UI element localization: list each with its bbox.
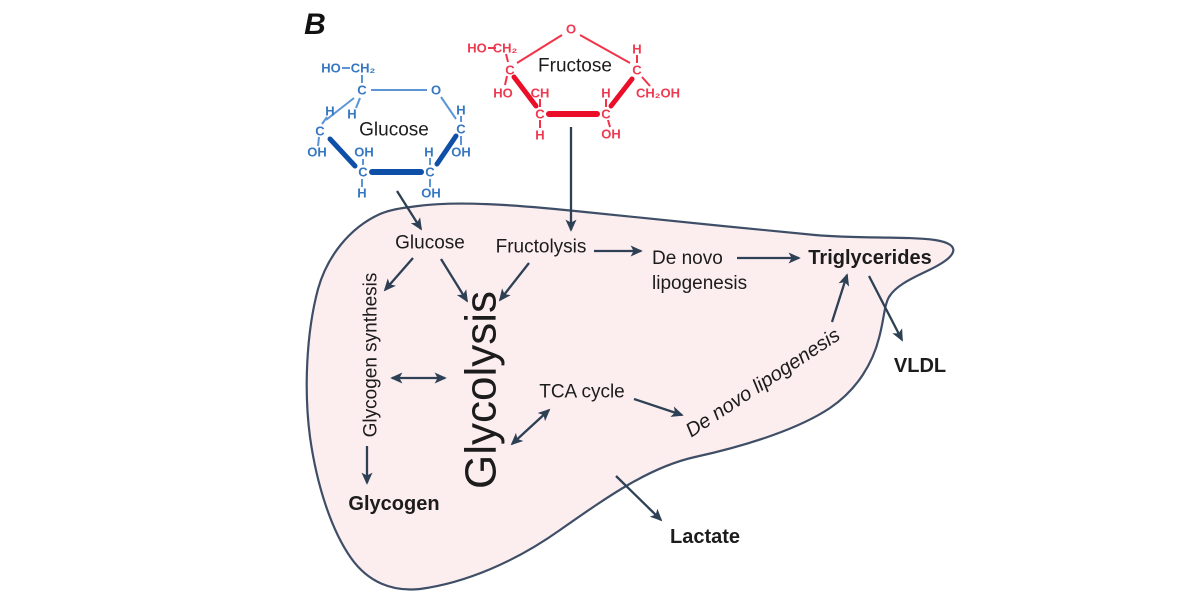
atom-label: OH bbox=[601, 127, 621, 142]
arrow-glucose-to-glycolysis bbox=[440, 258, 468, 303]
atom-label: H bbox=[601, 86, 610, 101]
liver-shape bbox=[305, 202, 955, 591]
arrow-to-lactate bbox=[615, 475, 663, 522]
bond bbox=[504, 75, 508, 86]
glucose-bonds-bold bbox=[327, 133, 459, 175]
node-de-novo-line1: De novo bbox=[652, 248, 723, 269]
bond bbox=[579, 34, 631, 64]
panel-label: B bbox=[304, 8, 326, 41]
fructose-bonds-bold bbox=[511, 74, 635, 117]
atom-label: H bbox=[357, 186, 366, 201]
atom-label: OH bbox=[421, 186, 441, 201]
node-glycogen: Glycogen bbox=[348, 493, 439, 515]
atom-label: O bbox=[431, 83, 441, 98]
atom-label: C bbox=[505, 63, 515, 78]
atom-label: HO bbox=[321, 61, 341, 76]
atom-label: C bbox=[358, 165, 368, 180]
glucose-title: Glucose bbox=[359, 120, 429, 141]
bond-bold bbox=[608, 76, 635, 109]
atom-label: HO bbox=[493, 86, 513, 101]
atom-label: H bbox=[424, 145, 433, 160]
arrow-triglycerides-to-vldl bbox=[867, 275, 904, 342]
fructose-title: Fructose bbox=[538, 56, 612, 77]
fructose-bonds-light bbox=[488, 34, 651, 128]
atom-label: C bbox=[425, 165, 435, 180]
bond bbox=[641, 76, 651, 87]
fructose-molecule: O HO CH₂ C HO CH C H H C OH H C CH₂OH Fr… bbox=[467, 22, 680, 143]
arrows bbox=[361, 127, 904, 522]
atom-label: CH₂OH bbox=[636, 86, 680, 101]
atom-label: CH bbox=[531, 86, 550, 101]
bond-bold bbox=[434, 133, 459, 167]
node-tca-cycle: TCA cycle bbox=[539, 382, 625, 403]
arrow-glucose-to-glycogen-synthesis bbox=[383, 257, 414, 292]
atom-label: C bbox=[357, 83, 367, 98]
atom-label: OH bbox=[354, 145, 374, 160]
glucose-molecule: HO CH₂ C O H H C OH OH H OH C H C OH C H… bbox=[307, 61, 471, 201]
atom-label: H bbox=[456, 103, 465, 118]
node-vldl: VLDL bbox=[894, 355, 946, 377]
atom-label: C bbox=[456, 122, 466, 137]
atom-label: C bbox=[601, 107, 611, 122]
arrow-glucose-to-liver bbox=[396, 190, 422, 231]
atom-label: C bbox=[632, 63, 642, 78]
node-fructolysis: Fructolysis bbox=[496, 237, 587, 258]
node-glycolysis: Glycolysis bbox=[457, 291, 506, 489]
arrow-glycolysis-tca bbox=[510, 408, 551, 446]
node-glycogen-synthesis: Glycogen synthesis bbox=[361, 273, 382, 438]
node-de-novo-line2: lipogenesis bbox=[652, 273, 747, 294]
node-glucose: Glucose bbox=[395, 233, 465, 254]
atom-label: OH bbox=[451, 145, 471, 160]
bond bbox=[607, 119, 611, 128]
atom-label: H bbox=[347, 107, 356, 122]
bond bbox=[440, 96, 457, 120]
arrow-tca-to-dnl bbox=[633, 397, 684, 417]
bond bbox=[516, 34, 563, 64]
atom-label: H bbox=[325, 104, 334, 119]
atom-label: H bbox=[632, 42, 641, 57]
bond bbox=[321, 116, 328, 125]
atom-label: C bbox=[315, 124, 325, 139]
arrow-fructolysis-to-glycolysis bbox=[498, 262, 530, 302]
bond-bold bbox=[511, 74, 539, 109]
bond bbox=[317, 136, 320, 147]
atom-label: CH₂ bbox=[351, 61, 376, 76]
glucose-atoms: HO CH₂ C O H H C OH OH H OH C H C OH C H bbox=[307, 61, 471, 201]
atom-label: CH₂ bbox=[493, 41, 518, 56]
atom-label: C bbox=[535, 107, 545, 122]
atom-label: OH bbox=[307, 145, 327, 160]
bond-bold bbox=[327, 136, 358, 169]
node-triglycerides: Triglycerides bbox=[808, 247, 931, 269]
bond bbox=[505, 53, 509, 63]
bond bbox=[325, 97, 355, 121]
atom-label: O bbox=[566, 22, 576, 37]
atom-label: HO bbox=[467, 41, 487, 56]
fructose-atoms: O HO CH₂ C HO CH C H H C OH H C CH₂OH bbox=[467, 22, 680, 143]
node-lactate: Lactate bbox=[670, 526, 740, 548]
atom-label: H bbox=[535, 128, 544, 143]
arrow-dnl-to-triglycerides bbox=[830, 273, 850, 323]
bond bbox=[355, 97, 361, 109]
glucose-bonds-light bbox=[317, 67, 462, 187]
